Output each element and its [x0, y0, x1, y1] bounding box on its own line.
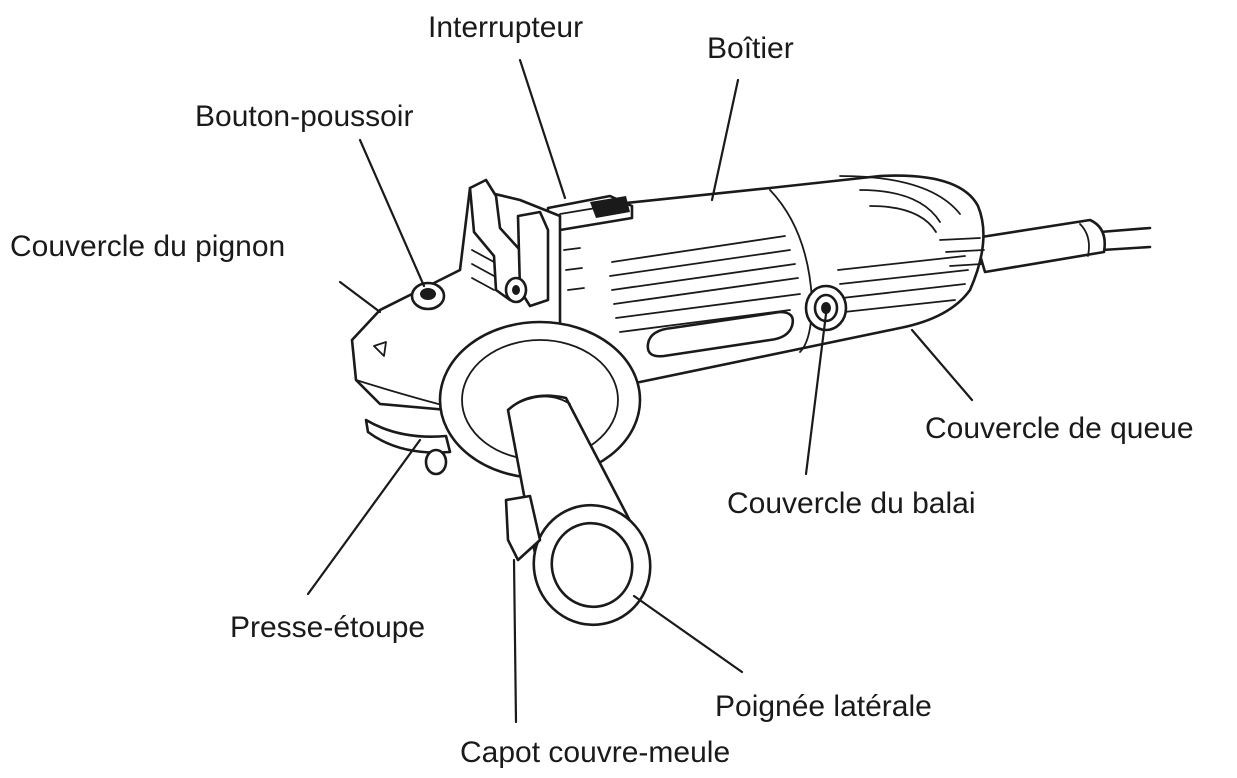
- label-couvercle-queue: Couvercle de queue: [925, 412, 1194, 445]
- leader-couvercle-queue: [910, 328, 974, 402]
- leader-lines: [306, 58, 974, 724]
- brush-cover: [804, 284, 848, 332]
- label-presse-etoupe: Presse-étoupe: [230, 611, 426, 644]
- label-capot-couvre-meule: Capot couvre-meule: [460, 736, 731, 769]
- leader-boitier: [710, 78, 740, 202]
- leader-presse-etoupe: [306, 438, 422, 596]
- side-handle: [438, 320, 652, 627]
- power-cord: [973, 218, 1152, 274]
- leader-bouton-poussoir: [358, 138, 426, 288]
- label-couvercle-pignon: Couvercle du pignon: [10, 230, 286, 263]
- leader-interrupteur: [518, 58, 567, 200]
- leader-poignee-laterale: [632, 594, 744, 674]
- motor-housing: [538, 174, 985, 385]
- leader-capot-couvre-meule: [512, 558, 518, 724]
- label-couvercle-balai: Couvercle du balai: [727, 487, 976, 520]
- label-interrupteur: Interrupteur: [428, 11, 584, 44]
- label-poignee-laterale: Poignée latérale: [715, 690, 932, 723]
- leader-couvercle-balai: [804, 312, 828, 476]
- label-boitier: Boîtier: [707, 32, 794, 65]
- switch: [546, 194, 634, 232]
- label-bouton-poussoir: Bouton-poussoir: [195, 100, 414, 133]
- leader-couvercle-pignon: [338, 280, 382, 314]
